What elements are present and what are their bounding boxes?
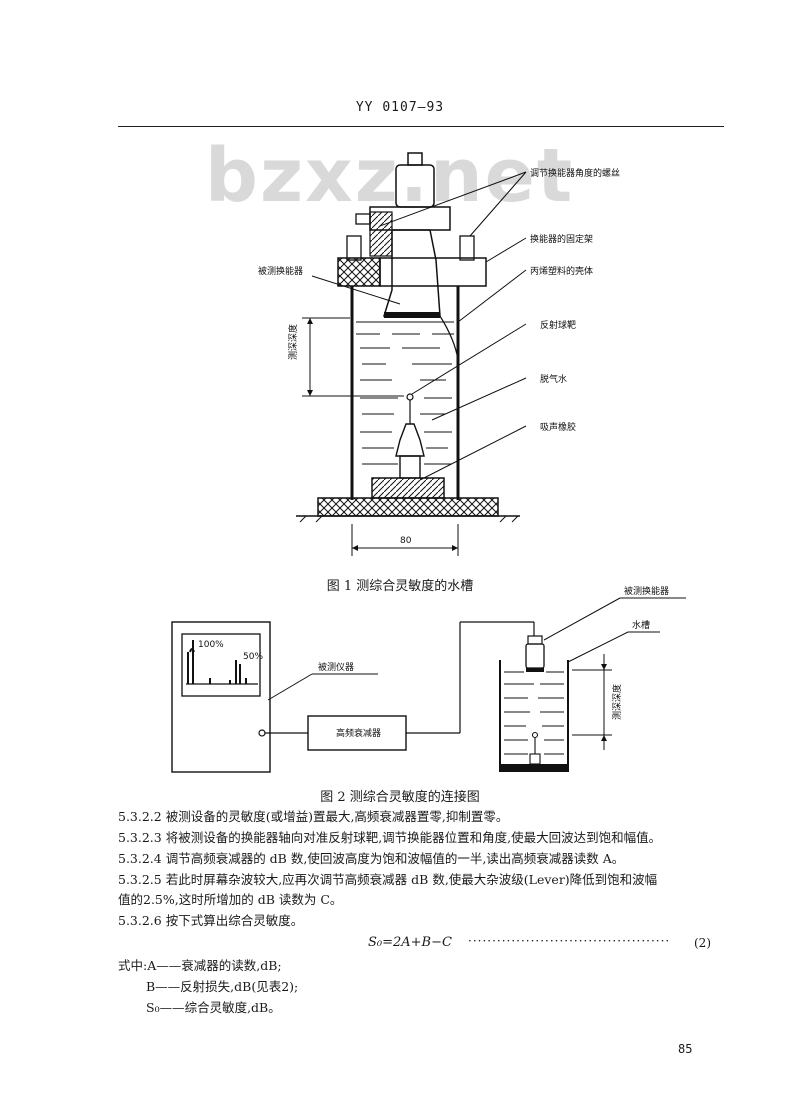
instrument-label: 被测仪器 [318, 661, 354, 673]
transducer-label: 被测换能器 [258, 265, 303, 277]
paragraph-5-3-2-6: 5.3.2.6 按下式算出综合灵敏度。 [118, 913, 304, 928]
paragraph-5-3-2-3: 5.3.2.3 将被测设备的换能器轴向对准反射球靶,调节换能器位置和角度,使最大… [118, 830, 662, 845]
width-dimension-label: 80 [400, 536, 412, 546]
water-label: 脱气水 [540, 373, 567, 385]
pct50-label: 50% [243, 652, 263, 662]
figure-1-caption: 图 1 测综合灵敏度的水槽 [326, 579, 474, 594]
tank-label: 水槽 [632, 619, 650, 631]
page-number: 85 [678, 1042, 693, 1056]
header-rule [118, 126, 724, 127]
formula-number: (2) [694, 936, 711, 950]
definition-a: 式中:A——衰减器的读数,dB; [118, 958, 282, 973]
formula-expression: S₀=2A+B−C [368, 935, 452, 950]
paragraph-5-3-2-4: 5.3.2.4 调节高频衰减器的 dB 数,使回波高度为饱和波幅值的一半,读出高… [118, 851, 625, 866]
fixture-label: 换能器的固定架 [530, 233, 593, 245]
attenuator-label: 高频衰减器 [336, 727, 381, 739]
depth-label: 测深深度 [287, 324, 299, 360]
figure-2-connection-diagram: 100% 50% 高频衰减器 测深深度 被测仪器 被测换能器 水槽 [171, 585, 686, 773]
screw-label: 调节换能器角度的螺丝 [530, 167, 620, 179]
target-label: 反射球靶 [540, 319, 576, 331]
shell-label: 丙烯塑料的壳体 [530, 265, 593, 277]
paragraph-5-3-2-5: 5.3.2.5 若此时屏幕杂波较大,应再次调节高频衰减器 dB 数,使最大杂波级… [118, 872, 658, 887]
fig2-depth-label: 测深深度 [611, 684, 623, 720]
definition-b: B——反射损失,dB(见表2); [146, 979, 299, 994]
formula-leader-dots: ········································… [468, 934, 671, 948]
document-code: YY 0107—93 [355, 100, 445, 115]
figure-1-water-tank: 80 测深深度 调节换能器角度的螺丝 换能器的固定架 丙烯塑料的壳体 被测换能器… [258, 152, 620, 556]
rubber-label: 吸声橡胶 [540, 421, 576, 433]
fig2-transducer-label: 被测换能器 [624, 585, 669, 597]
pct100-label: 100% [198, 640, 224, 650]
figure-2-caption: 图 2 测综合灵敏度的连接图 [320, 790, 480, 805]
definition-s0: S₀——综合灵敏度,dB。 [146, 1000, 281, 1015]
paragraph-5-3-2-5-cont: 值的2.5%,这时所增加的 dB 读数为 C。 [118, 892, 343, 907]
paragraph-5-3-2-2: 5.3.2.2 被测设备的灵敏度(或增益)置最大,高频衰减器置零,抑制置零。 [118, 809, 509, 824]
watermark: bzxz.net [205, 133, 575, 219]
